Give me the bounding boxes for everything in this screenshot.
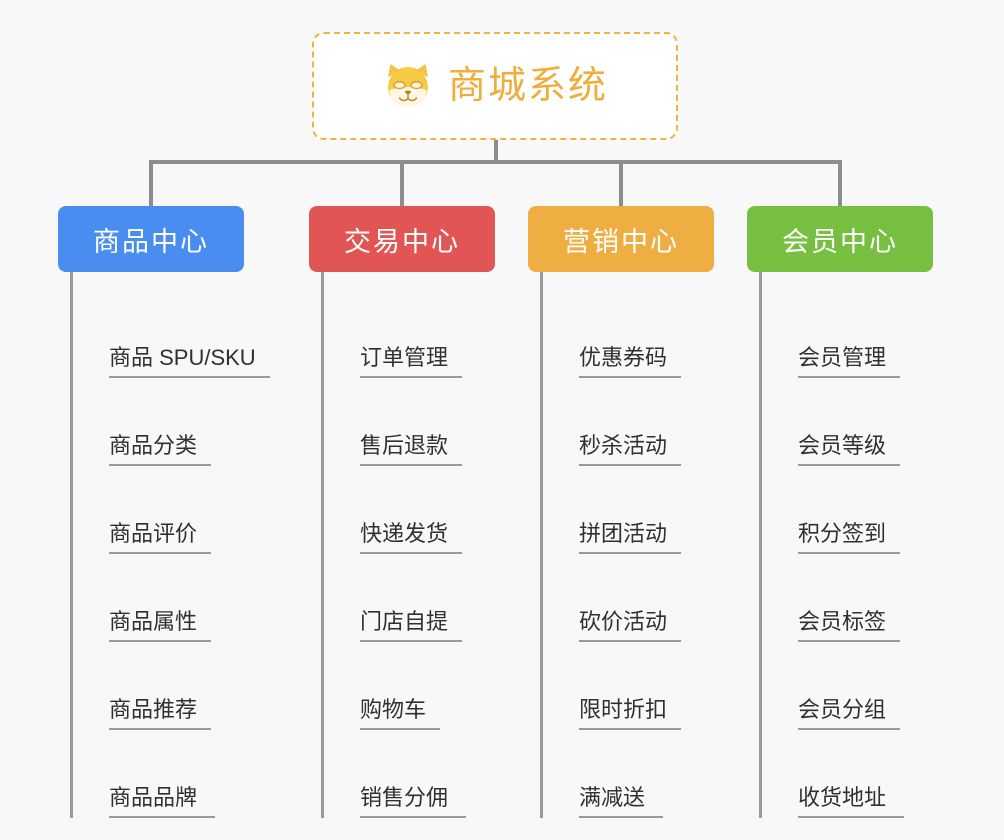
root-node-shop-system[interactable]: 商城系统 [312,32,678,140]
connector-drop-3 [619,160,623,206]
list-item-label: 快递发货 [360,521,463,554]
list-item[interactable]: 商品 SPU/SKU [73,290,270,378]
list-item[interactable]: 会员分组 [762,642,933,730]
list-item[interactable]: 拼团活动 [543,466,714,554]
connector-horizontal-bus [149,160,842,164]
branch-header-member-center[interactable]: 会员中心 [747,206,933,272]
connector-drop-2 [400,160,404,206]
list-item-label: 收货地址 [798,785,905,818]
list-item-label: 商品属性 [109,609,212,642]
branch-header-label: 会员中心 [782,226,898,257]
list-item[interactable]: 满减送 [543,730,714,818]
branch-header-label: 营销中心 [563,226,679,257]
list-item-label: 限时折扣 [579,697,682,730]
list-item-label: 商品推荐 [109,697,212,730]
list-item-label: 秒杀活动 [579,433,682,466]
list-item-label: 拼团活动 [579,521,682,554]
list-item[interactable]: 秒杀活动 [543,378,714,466]
connector-drop-4 [838,160,842,206]
branch-column-marketing-center: 营销中心 优惠券码 秒杀活动 拼团活动 砍价活动 限时折扣 满减送 [528,206,714,818]
list-item-label: 商品品牌 [109,785,216,818]
branch-column-member-center: 会员中心 会员管理 会员等级 积分签到 会员标签 会员分组 收货地址 [747,206,933,818]
branch-spine-member-center: 会员管理 会员等级 积分签到 会员标签 会员分组 收货地址 [759,272,933,818]
list-item[interactable]: 商品品牌 [73,730,244,818]
list-item[interactable]: 门店自提 [324,554,495,642]
list-item-label: 订单管理 [360,345,463,378]
list-item[interactable]: 商品分类 [73,378,244,466]
branch-header-marketing-center[interactable]: 营销中心 [528,206,714,272]
list-item[interactable]: 售后退款 [324,378,495,466]
branch-header-product-center[interactable]: 商品中心 [58,206,244,272]
list-item-label: 购物车 [360,697,441,730]
list-item-label: 满减送 [579,785,664,818]
branch-column-trade-center: 交易中心 订单管理 售后退款 快递发货 门店自提 购物车 销售分佣 [309,206,495,818]
list-item[interactable]: 优惠券码 [543,290,714,378]
list-item[interactable]: 快递发货 [324,466,495,554]
list-item-label: 砍价活动 [579,609,682,642]
branch-spine-marketing-center: 优惠券码 秒杀活动 拼团活动 砍价活动 限时折扣 满减送 [540,272,714,818]
list-item[interactable]: 商品属性 [73,554,244,642]
list-item-label: 商品 SPU/SKU [109,345,270,378]
list-item[interactable]: 订单管理 [324,290,495,378]
list-item-label: 商品分类 [109,433,212,466]
branch-header-label: 商品中心 [93,226,209,257]
list-item-label: 会员标签 [798,609,901,642]
list-item[interactable]: 砍价活动 [543,554,714,642]
branch-spine-trade-center: 订单管理 售后退款 快递发货 门店自提 购物车 销售分佣 [321,272,495,818]
branch-column-product-center: 商品中心 商品 SPU/SKU 商品分类 商品评价 商品属性 商品推荐 商品品牌 [58,206,270,818]
list-item-label: 门店自提 [360,609,463,642]
list-item-label: 销售分佣 [360,785,467,818]
list-item[interactable]: 限时折扣 [543,642,714,730]
list-item[interactable]: 商品评价 [73,466,244,554]
connector-root-stem [494,140,498,162]
list-item-label: 会员管理 [798,345,901,378]
list-item[interactable]: 销售分佣 [324,730,495,818]
list-item-label: 会员分组 [798,697,901,730]
list-item[interactable]: 会员等级 [762,378,933,466]
connector-drop-1 [149,160,153,206]
root-title: 商城系统 [447,65,608,107]
list-item-label: 优惠券码 [579,345,682,378]
list-item[interactable]: 积分签到 [762,466,933,554]
shiba-inu-dog-face-icon [382,60,434,112]
branch-spine-product-center: 商品 SPU/SKU 商品分类 商品评价 商品属性 商品推荐 商品品牌 [70,272,270,818]
list-item-label: 售后退款 [360,433,463,466]
list-item[interactable]: 购物车 [324,642,495,730]
list-item[interactable]: 会员标签 [762,554,933,642]
list-item[interactable]: 收货地址 [762,730,933,818]
list-item[interactable]: 商品推荐 [73,642,244,730]
list-item-label: 会员等级 [798,433,901,466]
list-item[interactable]: 会员管理 [762,290,933,378]
list-item-label: 积分签到 [798,521,901,554]
branch-header-trade-center[interactable]: 交易中心 [309,206,495,272]
branch-header-label: 交易中心 [344,226,460,257]
list-item-label: 商品评价 [109,521,212,554]
